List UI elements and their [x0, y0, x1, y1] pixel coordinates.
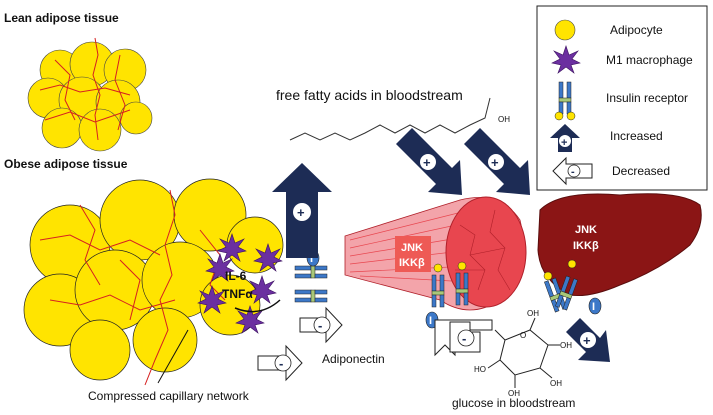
svg-text:+: + — [491, 155, 499, 170]
cytokine-arrow — [234, 299, 281, 313]
legend-receptor-swatch — [554, 81, 576, 121]
svg-text:I: I — [429, 315, 432, 327]
glucose-label: glucose in bloodstream — [452, 396, 575, 410]
legend: Adipocyte M1 macrophage Insulin receptor… — [536, 5, 708, 191]
svg-text:JNK: JNK — [575, 224, 597, 236]
adipose-insulin-receptors — [294, 265, 328, 303]
svg-text:+: + — [423, 155, 431, 170]
svg-text:+: + — [297, 205, 305, 220]
glucose-oh-bottom-right: OH — [550, 379, 562, 388]
svg-text:JNK: JNK — [401, 242, 423, 254]
liver: JNK IKKβ — [537, 193, 702, 296]
svg-text:-: - — [571, 166, 575, 178]
legend-adipocyte-swatch — [554, 19, 576, 41]
glucose-increase-arrow: + — [566, 318, 610, 362]
obese-tissue-label: Obese adipose tissue — [4, 157, 128, 171]
glucose-oh-bottom: OH — [508, 389, 520, 398]
ffa-arrow-muscle: + — [396, 128, 462, 195]
capillary-pointer — [157, 329, 189, 384]
ffa-increase-arrow: + — [272, 163, 332, 258]
lean-capillaries — [39, 37, 131, 141]
svg-text:-: - — [318, 318, 322, 333]
liver-insulin-receptors — [543, 259, 578, 313]
legend-increased-swatch: + — [550, 124, 580, 152]
legend-macrophage-label: M1 macrophage — [606, 53, 693, 67]
obese-adipose-cluster — [23, 178, 284, 381]
lean-adipose-cluster — [27, 41, 153, 152]
adiponectin-label: Adiponectin — [322, 352, 385, 366]
fatty-acid-chain — [289, 97, 491, 141]
svg-text:+: + — [583, 333, 591, 348]
il6-label: IL-6 — [225, 269, 247, 283]
svg-text:+: + — [561, 137, 567, 149]
lean-tissue-label: Lean adipose tissue — [4, 11, 119, 25]
glucose-ho: HO — [474, 365, 486, 374]
legend-receptor-label: Insulin receptor — [606, 91, 688, 105]
ffa-arrow-liver: + — [464, 128, 530, 195]
svg-text:-: - — [279, 356, 283, 371]
ffa-label: free fatty acids in bloodstream — [276, 87, 463, 103]
glucose-molecule — [487, 317, 560, 388]
glucose-decrease-arrow: - — [434, 319, 493, 357]
ffa-oh: OH — [498, 115, 510, 124]
svg-text:-: - — [462, 331, 466, 346]
svg-text:I: I — [592, 301, 595, 313]
glucose-oh-right: OH — [560, 341, 572, 350]
adiponectin-decrease-arrows: - - — [257, 306, 343, 382]
legend-decreased-swatch: - — [552, 156, 593, 186]
legend-decreased-label: Decreased — [612, 164, 670, 178]
svg-text:I: I — [310, 253, 313, 265]
capillary-label: Compressed capillary network — [88, 389, 250, 403]
legend-adipocyte-label: Adipocyte — [610, 23, 663, 37]
muscle-insulin-receptors — [431, 261, 469, 308]
legend-increased-label: Increased — [610, 129, 663, 143]
glucose-o: O — [520, 331, 526, 340]
svg-text:IKKβ: IKKβ — [573, 240, 599, 252]
svg-text:IKKβ: IKKβ — [399, 257, 425, 269]
tnfa-label: TNFα — [222, 287, 253, 301]
liver-inhibit-marker: I — [588, 297, 602, 315]
glucose-oh-top: OH — [527, 309, 539, 318]
